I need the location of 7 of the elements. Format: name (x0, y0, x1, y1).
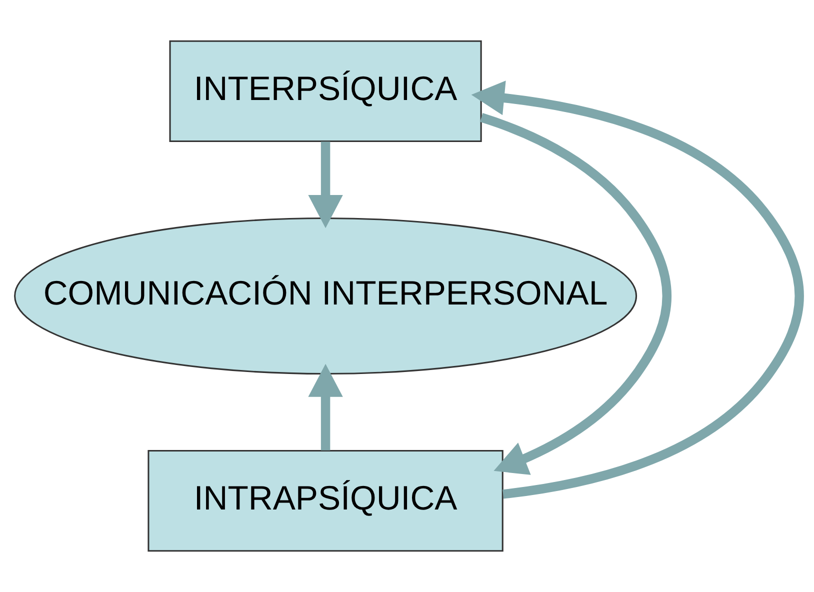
node-box: INTRAPSÍQUICA (148, 450, 504, 552)
arrow (308, 142, 343, 228)
node-box: INTERPSÍQUICA (169, 40, 482, 142)
arrow (471, 80, 804, 499)
arrow (480, 113, 672, 475)
node-ellipse: COMUNICACIÓN INTERPERSONAL (14, 217, 638, 375)
arrow (308, 364, 343, 450)
